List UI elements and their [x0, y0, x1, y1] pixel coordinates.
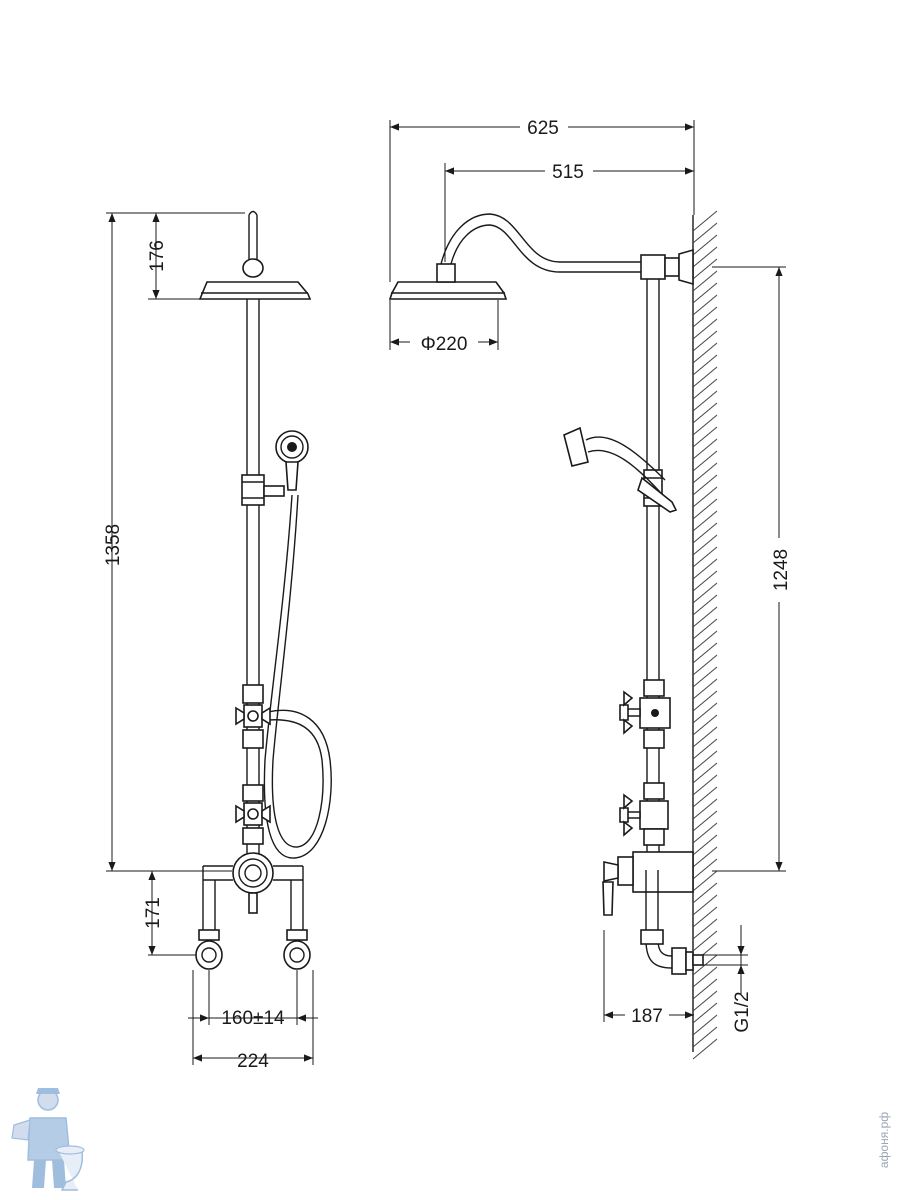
- wall-hatch-line: [692, 918, 718, 940]
- front-view: [195, 210, 332, 970]
- wall-hatch-line: [692, 726, 718, 748]
- wall-hatch-line: [692, 786, 718, 808]
- wall-hatch-line: [692, 966, 718, 988]
- wall-hatch-line: [692, 810, 718, 832]
- dim-side-arm-reach: 515: [552, 162, 584, 183]
- wall-hatch-line: [692, 678, 718, 700]
- side-view: [388, 210, 718, 1060]
- wall-hatch-line: [692, 282, 718, 304]
- wall-hatch-line: [692, 906, 718, 928]
- wall-hatch-line: [692, 498, 718, 520]
- wall-hatch-line: [692, 222, 718, 244]
- wall-hatch-line: [692, 318, 718, 340]
- wall-hatch-line: [692, 822, 718, 844]
- wall-hatch-line: [692, 390, 718, 412]
- wall-hatch-line: [692, 762, 718, 784]
- dim-front-inlet-spacing: 160±14: [221, 1008, 285, 1029]
- wall-hatch-line: [692, 666, 718, 688]
- wall-hatch-line: [692, 414, 718, 436]
- wall-hatch-line: [692, 378, 718, 400]
- wall-hatch-line: [692, 894, 718, 916]
- wall-hatch-line: [692, 354, 718, 376]
- wall-hatch-line: [692, 342, 718, 364]
- wall-hatch-line: [692, 798, 718, 820]
- dim-side-mixer-depth: 187: [631, 1006, 663, 1027]
- wall-hatch-line: [692, 834, 718, 856]
- wall-hatch-line: [692, 882, 718, 904]
- wall-hatch-line: [692, 366, 718, 388]
- wall-hatch-line: [692, 618, 718, 640]
- dim-front-top-offset: 176: [147, 240, 168, 272]
- side-dimensions: 625 515 Φ220 1248 187 G1/2: [389, 115, 792, 1033]
- dim-front-base-width: 224: [237, 1051, 269, 1072]
- dim-side-head-diameter: Φ220: [421, 334, 468, 355]
- wall-hatch-line: [692, 738, 718, 760]
- wall-hatch-line: [692, 402, 718, 424]
- dim-front-bottom-offset: 171: [143, 897, 164, 929]
- wall-hatch-line: [692, 690, 718, 712]
- wall-hatch-line: [692, 714, 718, 736]
- wall-hatch-line: [692, 246, 718, 268]
- wall-hatch-line: [692, 306, 718, 328]
- wall-hatch-line: [692, 1002, 718, 1024]
- wall-hatch-line: [692, 630, 718, 652]
- wall-hatch-line: [692, 870, 718, 892]
- wall-hatch-line: [692, 510, 718, 532]
- wall-hatch-line: [692, 570, 718, 592]
- dim-front-total-height: 1358: [103, 524, 124, 566]
- wall-hatch-line: [692, 1026, 718, 1048]
- wall-hatch-line: [692, 642, 718, 664]
- wall-hatch-line: [692, 486, 718, 508]
- wall-hatch-line: [692, 582, 718, 604]
- wall-hatch-line: [692, 330, 718, 352]
- wall-hatch-line: [692, 858, 718, 880]
- wall-hatch-line: [692, 210, 718, 232]
- dim-side-thread: G1/2: [732, 991, 753, 1032]
- wall-hatch-line: [692, 930, 718, 952]
- wall-hatch-line: [692, 990, 718, 1012]
- wall-hatch-line: [692, 774, 718, 796]
- wall-hatch-line: [692, 1014, 718, 1036]
- wall-hatch-line: [692, 258, 718, 280]
- dim-side-rail-height: 1248: [771, 549, 792, 591]
- wall-hatch-line: [692, 426, 718, 448]
- watermark-text: афоня.рф: [877, 1112, 891, 1168]
- wall-hatch-line: [692, 474, 718, 496]
- front-dimensions: 176 1358 171 160±14 224: [103, 212, 318, 1072]
- wall-hatch-line: [692, 750, 718, 772]
- wall-hatch-line: [692, 522, 718, 544]
- wall-hatch-line: [692, 606, 718, 628]
- wall-hatch-line: [692, 438, 718, 460]
- wall-hatch-line: [692, 846, 718, 868]
- wall-hatch-line: [692, 450, 718, 472]
- wall-hatch-line: [692, 702, 718, 724]
- dim-side-total-reach: 625: [527, 118, 559, 139]
- wall-hatch-line: [692, 270, 718, 292]
- wall-hatch-line: [692, 594, 718, 616]
- wall-hatch-line: [692, 558, 718, 580]
- wall-hatch-line: [692, 534, 718, 556]
- wall-hatch-line: [692, 462, 718, 484]
- wall-hatch-line: [692, 234, 718, 256]
- wall-hatch-line: [692, 294, 718, 316]
- wall-hatch-line: [692, 654, 718, 676]
- wall-hatch-line: [692, 546, 718, 568]
- plumber-mascot-logo: [11, 1088, 85, 1191]
- wall-hatch-line: [692, 1038, 718, 1060]
- wall-hatch-line: [692, 978, 718, 1000]
